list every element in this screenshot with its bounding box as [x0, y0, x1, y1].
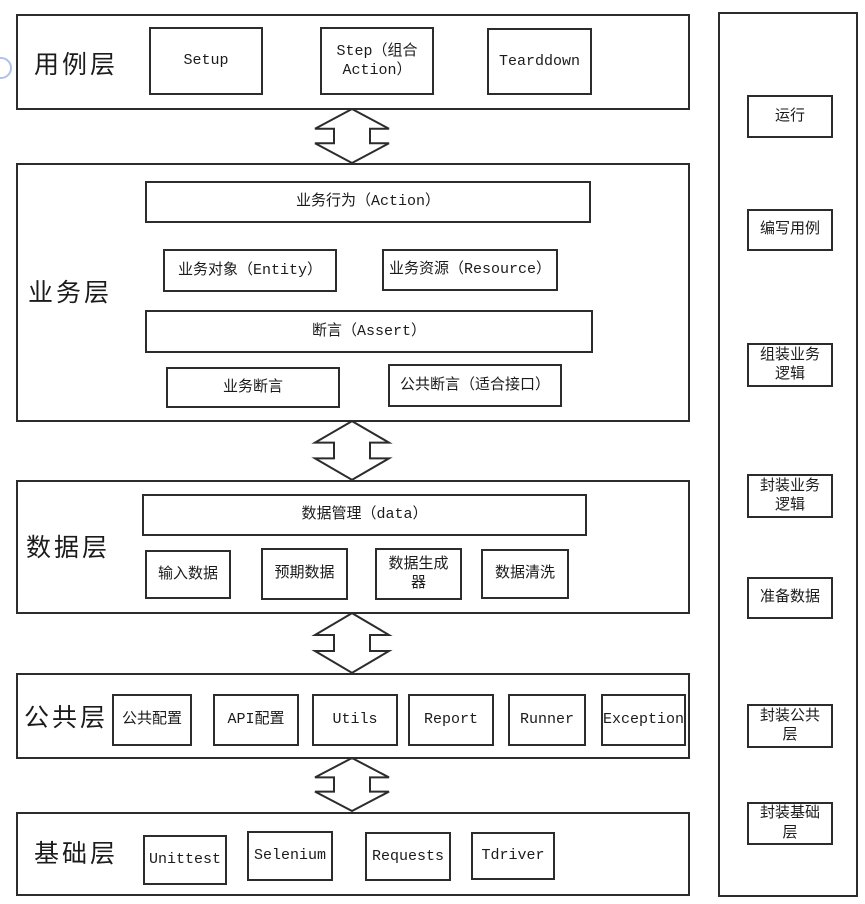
- layer-data-title: 数据层: [26, 534, 111, 562]
- node-api-config: API配置: [213, 694, 299, 746]
- node-input-data: 输入数据: [145, 550, 231, 599]
- node-selenium: Selenium: [247, 831, 333, 881]
- step-encapsulate-common-layer: 封装公共 层: [747, 704, 833, 748]
- node-report: Report: [408, 694, 494, 746]
- layer-base-title: 基础层: [34, 840, 119, 868]
- node-unittest: Unittest: [143, 835, 227, 885]
- layer-base: [16, 812, 690, 896]
- node-runner: Runner: [508, 694, 586, 746]
- step-prepare-data: 准备数据: [747, 577, 833, 619]
- step-run: 运行: [747, 95, 833, 138]
- process-side-panel: 运行 编写用例 组装业务 逻辑 封装业务 逻辑 准备数据 封装公共 层 封装基础…: [718, 12, 858, 897]
- node-expected-data: 预期数据: [261, 548, 348, 600]
- node-data-generator: 数据生成 器: [375, 548, 462, 600]
- node-common-assert: 公共断言（适合接口）: [388, 364, 562, 407]
- node-requests: Requests: [365, 832, 451, 881]
- step-encapsulate-base-layer: 封装基础 层: [747, 802, 833, 845]
- node-business-resource: 业务资源（Resource）: [382, 249, 558, 291]
- node-utils: Utils: [312, 694, 398, 746]
- step-assemble-business-logic: 组装业务 逻辑: [747, 343, 833, 387]
- node-common-config: 公共配置: [112, 694, 192, 746]
- node-business-assert: 业务断言: [166, 367, 340, 408]
- step-write-cases: 编写用例: [747, 209, 833, 251]
- node-data-cleaning: 数据清洗: [481, 549, 569, 599]
- layer-common-title: 公共层: [24, 704, 109, 732]
- node-exception: Exception: [601, 694, 686, 746]
- node-data-management: 数据管理（data）: [142, 494, 587, 536]
- blue-arc-artifact: [0, 57, 12, 79]
- node-step-action: Step（组合 Action）: [320, 27, 434, 95]
- node-teardown: Tearddown: [487, 28, 592, 95]
- layer-use-case-title: 用例层: [34, 51, 119, 79]
- up-down-arrow-icon: [314, 757, 390, 812]
- node-business-entity: 业务对象（Entity）: [163, 249, 337, 292]
- node-assert: 断言（Assert）: [145, 310, 593, 353]
- layer-business-title: 业务层: [28, 279, 113, 307]
- up-down-arrow-icon: [314, 420, 390, 481]
- up-down-arrow-icon: [314, 108, 390, 164]
- step-encapsulate-business-logic: 封装业务 逻辑: [747, 474, 833, 518]
- up-down-arrow-icon: [314, 612, 390, 674]
- node-tdriver: Tdriver: [471, 832, 555, 880]
- node-setup: Setup: [149, 27, 263, 95]
- node-business-action: 业务行为（Action）: [145, 181, 591, 223]
